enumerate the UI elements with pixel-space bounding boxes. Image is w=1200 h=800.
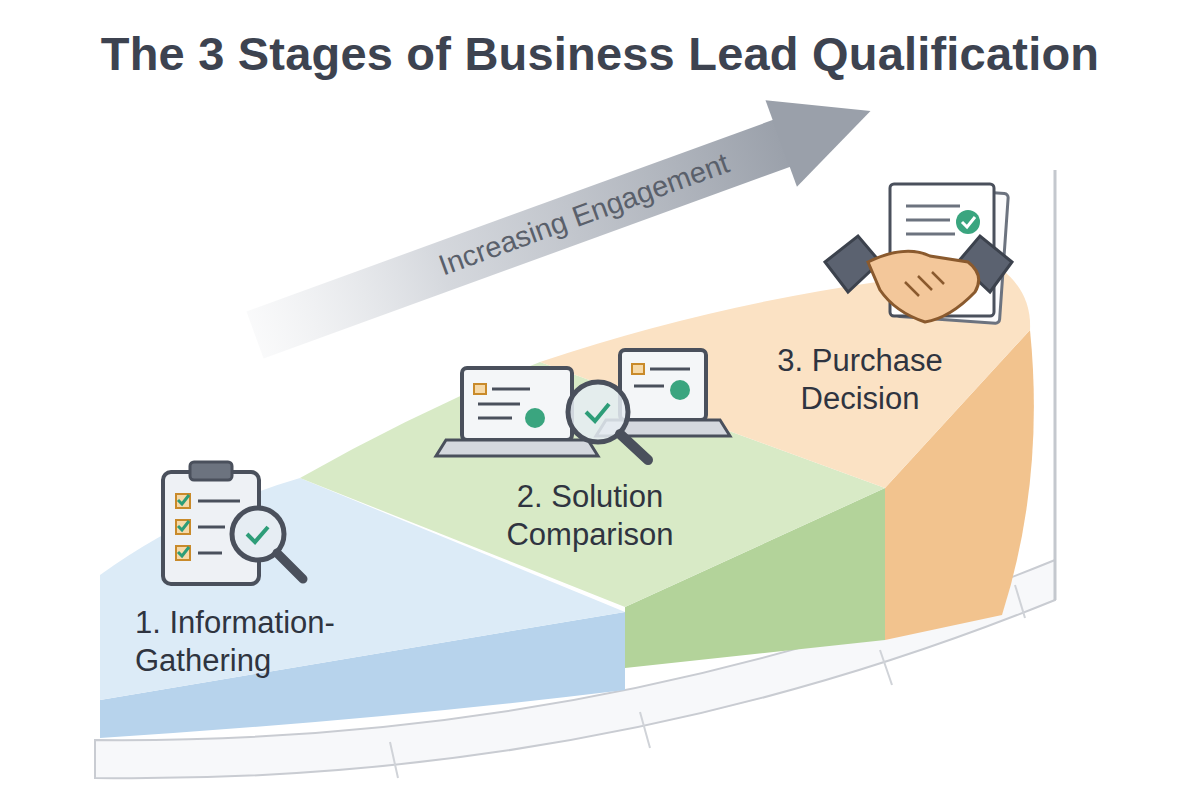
clipboard-icon-part [198, 500, 240, 503]
handshake-icon-part [825, 236, 880, 292]
clipboard-icon-part [176, 494, 190, 508]
floor-platform-part [1015, 585, 1025, 618]
laptops-icon-part [436, 440, 598, 456]
laptops-icon-part [634, 385, 664, 388]
clipboard-icon-part [232, 508, 284, 560]
laptops-icon-part [650, 368, 690, 371]
laptops-icon-part [620, 434, 648, 460]
laptops-icon-part [462, 368, 572, 440]
handshake-icon-part [956, 210, 980, 234]
handshake-icon-part [896, 187, 1009, 324]
clipboard-icon-part [176, 546, 190, 560]
laptops-icon-part [478, 403, 520, 406]
handshake-icon-part [905, 272, 944, 296]
clipboard-icon-part [198, 526, 225, 529]
laptops-icon-part [586, 404, 609, 421]
laptops-icon-part [670, 380, 690, 400]
clipboard-icon-part [178, 495, 189, 556]
handshake-icon-part [906, 219, 950, 222]
handshake-icon-part [868, 251, 979, 322]
band-shape [535, 262, 1045, 644]
diagram-title: The 3 Stages of Business Lead Qualificat… [0, 26, 1200, 81]
handshake-icon-part [890, 184, 994, 316]
band-face [540, 268, 1030, 488]
arrow-label: Increasing Engagement [381, 127, 787, 302]
clipboard-icon-part [163, 472, 259, 584]
floor-platform-part [640, 712, 650, 748]
clipboard-icon-part [198, 552, 222, 555]
laptops-icon-part [525, 408, 545, 428]
clipboard-icon [163, 462, 303, 584]
handshake-icon-part [906, 233, 955, 236]
clipboard-icon-part [176, 520, 190, 534]
laptops-icon-part [632, 364, 644, 374]
stage-label: 1. Information-Gathering [135, 604, 385, 680]
laptops-icon-part [478, 417, 512, 420]
clipboard-icon-part [277, 553, 303, 579]
engagement-arrow-part [765, 68, 886, 187]
laptops-icon-part [492, 388, 530, 391]
stage-band: 3. Purchase Decision [535, 262, 1045, 644]
handshake-icon-part [906, 205, 960, 208]
laptops-icon-part [568, 382, 628, 442]
vertical-axis [1054, 170, 1057, 600]
handshake-icon-part [962, 217, 975, 227]
laptops-icon-part [474, 384, 486, 394]
clipboard-icon-part [190, 462, 232, 480]
floor-platform-part [390, 742, 398, 778]
laptops-icon-part [596, 420, 730, 436]
handshake-icon-part [958, 236, 1012, 292]
handshake-icon [825, 184, 1012, 323]
laptops-icon [436, 350, 730, 460]
laptops-icon-part [620, 350, 706, 420]
floor-platform-part [880, 650, 892, 685]
clipboard-icon-part [247, 527, 268, 542]
stage-label: 3. Purchase Decision [760, 342, 960, 418]
stage-label: 2. Solution Comparison [475, 478, 705, 554]
